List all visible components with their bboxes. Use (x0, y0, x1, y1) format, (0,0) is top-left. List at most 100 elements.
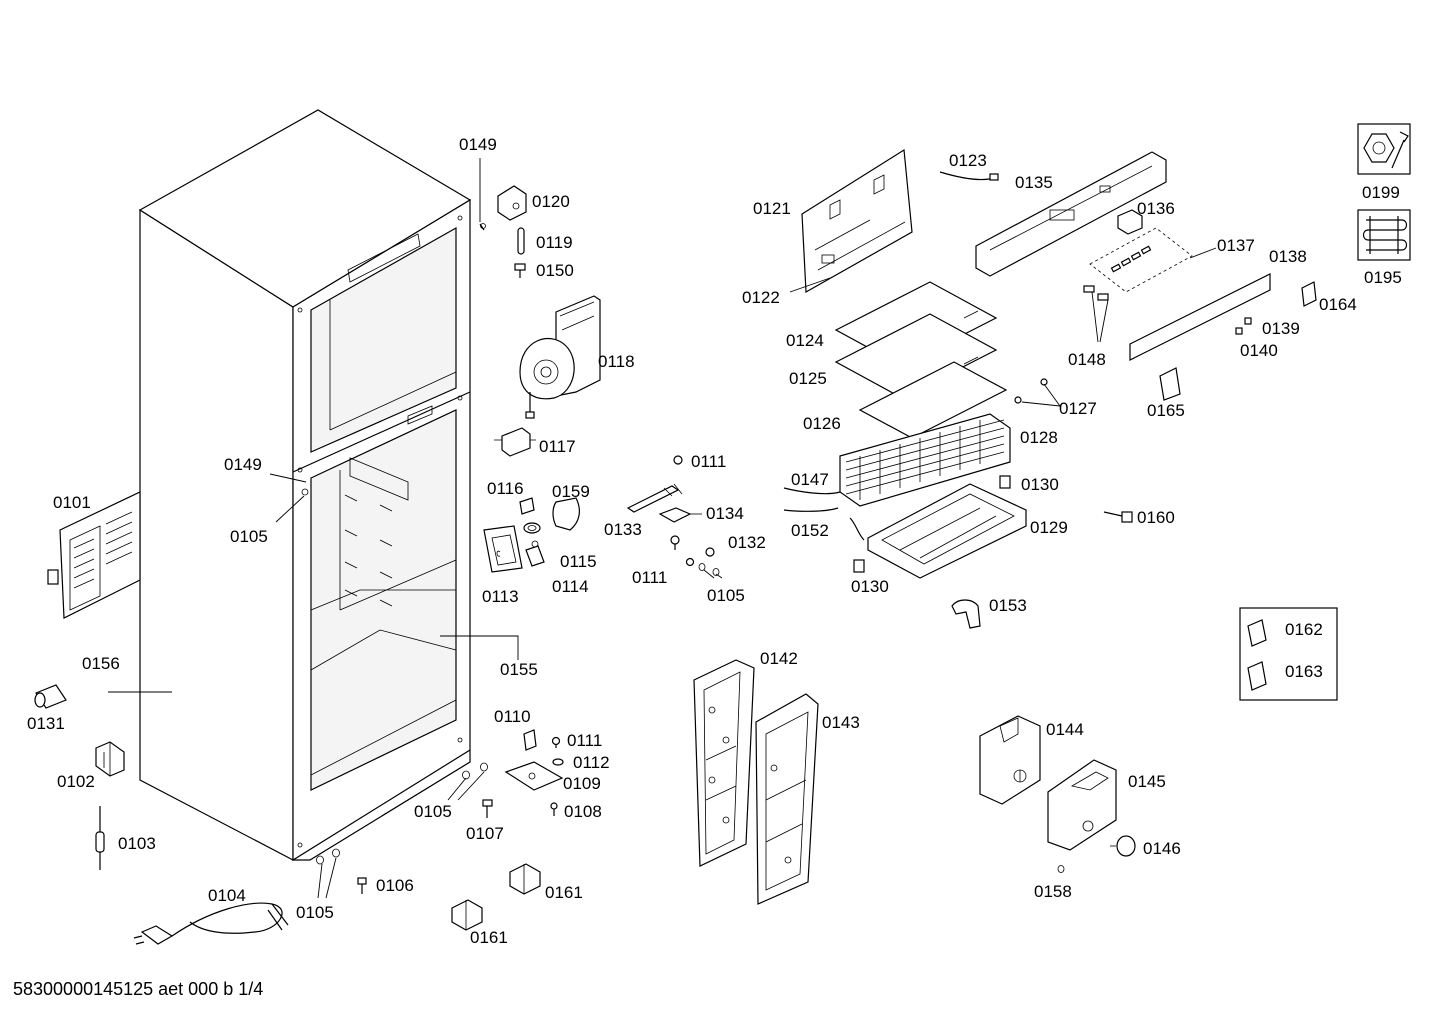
document-id: 58300000145125 aet 000 b 1/4 (13, 979, 264, 999)
part-0116-bulb (519, 497, 535, 515)
part-0132-screw (685, 547, 715, 567)
label-0111-c: 0111 (567, 731, 602, 750)
label-0117: 0117 (539, 437, 576, 456)
label-0109: 0109 (563, 774, 601, 793)
part-0142-rail (693, 659, 755, 867)
part-0120-hinge (497, 185, 527, 221)
label-0125: 0125 (789, 369, 827, 388)
label-0114: 0114 (552, 577, 589, 596)
part-0138-trim-strip (1129, 273, 1271, 361)
manual-box (1239, 607, 1338, 701)
part-0161-bracket-b (451, 899, 483, 931)
label-0195: 0195 (1364, 268, 1402, 287)
part-0112-washer (552, 758, 564, 766)
part-0104-power-cord (133, 902, 289, 945)
label-0153: 0153 (989, 596, 1027, 615)
part-0133-rail (626, 483, 683, 513)
coil-icon (1357, 209, 1411, 261)
label-0107: 0107 (466, 824, 504, 843)
label-0108: 0108 (564, 802, 602, 821)
label-0101: 0101 (53, 493, 91, 512)
label-0160: 0160 (1137, 508, 1175, 527)
label-0140: 0140 (1240, 341, 1278, 360)
part-0153-clip (951, 599, 981, 629)
leader-lines (108, 158, 1217, 899)
part-0161-bracket-a (509, 863, 541, 895)
label-0115: 0115 (560, 552, 597, 571)
part-0111-screw-a (551, 736, 561, 748)
label-0111-a: 0111 (691, 452, 726, 471)
part-0103-sensor (95, 806, 105, 870)
label-0103: 0103 (118, 834, 156, 853)
part-0149-screw-top (479, 223, 486, 231)
part-0117-connector (494, 427, 536, 457)
part-0137-buttons (1089, 227, 1193, 293)
label-0158: 0158 (1034, 882, 1072, 901)
label-0110: 0110 (494, 707, 531, 726)
label-0147: 0147 (791, 470, 829, 489)
label-0120: 0120 (532, 192, 570, 211)
part-0134-switch (658, 507, 702, 523)
part-0121-rear-panel (801, 148, 913, 294)
part-0135-control-bar (975, 151, 1167, 277)
part-0126-tray-bottom (858, 361, 1008, 439)
part-0127-screws (1014, 378, 1048, 404)
label-0159: 0159 (552, 482, 590, 501)
label-0105-mid: 0105 (230, 527, 268, 546)
part-0111-screw-b (673, 455, 683, 465)
part-0101-back-cover (47, 491, 141, 619)
label-0162: 0162 (1285, 620, 1323, 639)
label-0156: 0156 (82, 654, 120, 673)
part-0131-plug (34, 684, 67, 709)
label-0106: 0106 (376, 876, 414, 895)
part-0102-clip (95, 741, 125, 777)
label-0165: 0165 (1147, 401, 1185, 420)
part-0147-wire (783, 487, 841, 495)
label-0130-a: 0130 (1021, 475, 1059, 494)
label-0119: 0119 (536, 233, 573, 252)
label-0142: 0142 (760, 649, 798, 668)
label-0138: 0138 (1269, 247, 1307, 266)
label-0145: 0145 (1128, 772, 1166, 791)
part-0144-thermostat-housing (979, 715, 1041, 805)
label-0126: 0126 (803, 414, 841, 433)
part-0118-fan-housing (519, 295, 601, 419)
label-0130-b: 0130 (851, 577, 889, 596)
label-0105-b: 0105 (707, 586, 745, 605)
bottom-washers (301, 488, 488, 865)
wrench-nut-icon (1357, 123, 1411, 175)
cabinet-body (138, 109, 472, 862)
label-0149-mid: 0149 (224, 455, 262, 474)
label-0143: 0143 (822, 713, 860, 732)
part-0119-pin (517, 227, 525, 255)
label-0112: 0112 (573, 753, 610, 772)
label-0134: 0134 (706, 504, 744, 523)
label-0164: 0164 (1319, 295, 1357, 314)
part-0164-cap (1301, 281, 1317, 307)
label-0161-b: 0161 (470, 928, 508, 947)
label-0116: 0116 (487, 479, 524, 498)
label-0105-c: 0105 (296, 903, 334, 922)
label-0111-b: 0111 (632, 568, 667, 587)
part-0109-plate (504, 761, 564, 791)
label-0136: 0136 (1137, 199, 1175, 218)
part-0152-wire (783, 507, 865, 541)
part-0107-screw (482, 799, 493, 818)
part-0130-clip-bottom (853, 559, 865, 573)
part-0146-knob (1110, 835, 1136, 857)
part-0113-lamp-cover (483, 525, 523, 573)
label-0104: 0104 (208, 886, 246, 905)
label-0146: 0146 (1143, 839, 1181, 858)
part-0160-sensor (1103, 511, 1133, 523)
label-0129: 0129 (1030, 518, 1068, 537)
label-0148: 0148 (1068, 350, 1106, 369)
label-0123: 0123 (949, 151, 987, 170)
label-0135: 0135 (1015, 173, 1053, 192)
part-0148-buttons (1083, 285, 1109, 343)
part-0145-thermostat-cover (1047, 759, 1117, 851)
label-0199: 0199 (1362, 183, 1400, 202)
part-0129-drip-tray (867, 483, 1027, 579)
label-0139: 0139 (1262, 319, 1300, 338)
part-0150-bolt (514, 263, 526, 278)
part-0165-cover (1159, 367, 1181, 401)
